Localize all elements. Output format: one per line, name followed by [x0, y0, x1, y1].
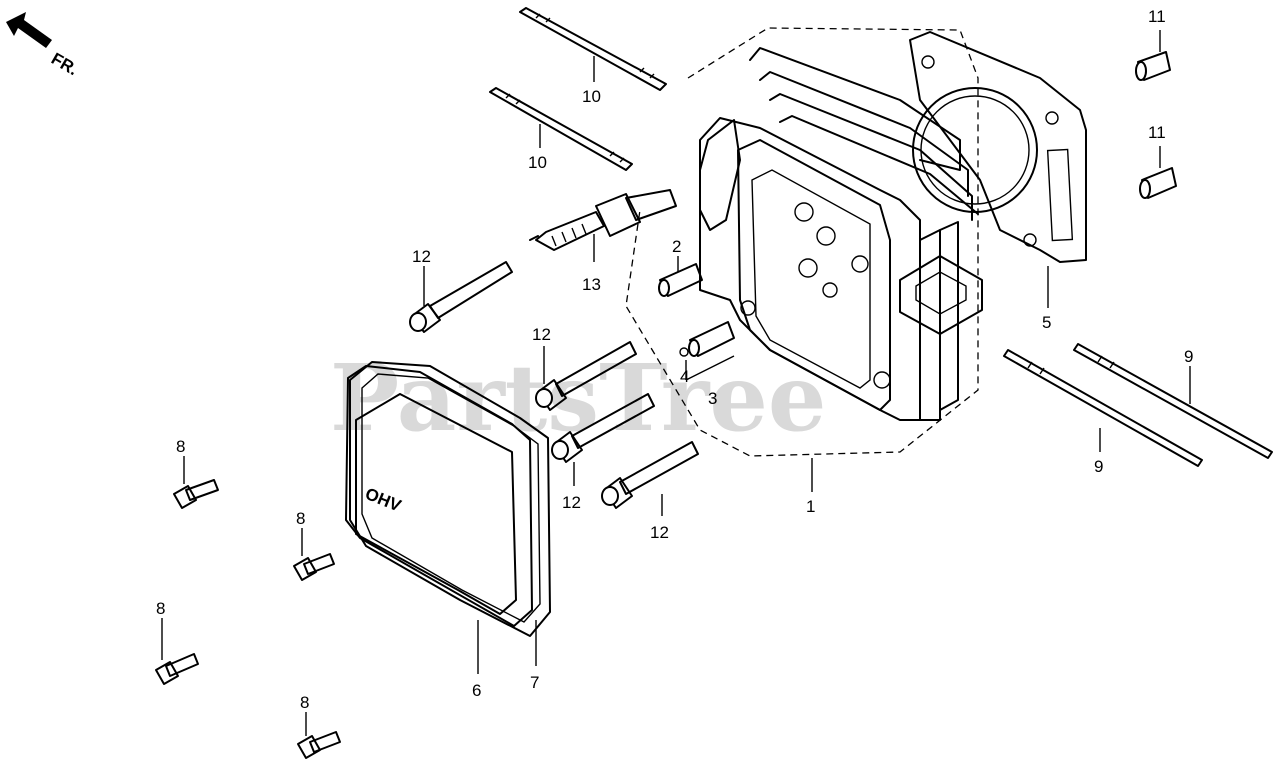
flange-bolt-4 [601, 441, 699, 509]
callout-8-c: 8 [156, 599, 165, 618]
spark-plug [529, 189, 677, 251]
cover-ohv-text: OHV [363, 484, 405, 516]
cover-bolt-4 [297, 731, 341, 759]
flange-bolt-1 [409, 261, 513, 333]
front-direction-label: FR. [48, 49, 81, 79]
stud-9-right [1073, 343, 1273, 459]
callout-4: 4 [680, 367, 689, 386]
leader-lines [161, 30, 1191, 736]
callout-12-d: 12 [650, 523, 669, 542]
callout-10-upper: 10 [582, 87, 601, 106]
callout-12-c: 12 [562, 493, 581, 512]
cover-bolt-2 [293, 553, 335, 581]
cylinder-head-assembly [625, 27, 983, 457]
callout-3: 3 [708, 389, 717, 408]
callout-11-upper: 11 [1148, 7, 1166, 26]
callout-12-b: 12 [532, 325, 551, 344]
callout-11-lower: 11 [1148, 123, 1166, 142]
callout-9-left: 9 [1094, 457, 1103, 476]
callout-10-lower: 10 [528, 153, 547, 172]
callout-8-d: 8 [300, 693, 309, 712]
cover-bolt-1 [173, 479, 219, 509]
callout-8-a: 8 [176, 437, 185, 456]
callout-7: 7 [530, 673, 539, 692]
callout-13: 13 [582, 275, 601, 294]
head-gasket [909, 31, 1087, 263]
callout-1: 1 [806, 497, 815, 516]
callout-2: 2 [672, 237, 681, 256]
watermark: PartsTree [330, 344, 826, 452]
dowel-pin-upper [1135, 51, 1171, 81]
callout-5: 5 [1042, 313, 1051, 332]
callout-6: 6 [472, 681, 481, 700]
callout-8-b: 8 [296, 509, 305, 528]
flange-bolt-2 [535, 341, 637, 411]
dowel-pin-2 [658, 263, 703, 297]
clip-4 [679, 347, 689, 357]
front-direction-arrow-icon [6, 12, 52, 48]
flange-bolt-3 [551, 393, 655, 463]
stud-bolt-lower [489, 87, 633, 171]
stud-bolt-upper [519, 7, 667, 91]
callout-12-a: 12 [412, 247, 431, 266]
dowel-pin-3 [688, 321, 735, 357]
stud-9-left [1003, 349, 1203, 467]
callout-9-right: 9 [1184, 347, 1193, 366]
cover-bolt-3 [155, 653, 199, 685]
dowel-pin-lower [1139, 167, 1177, 199]
